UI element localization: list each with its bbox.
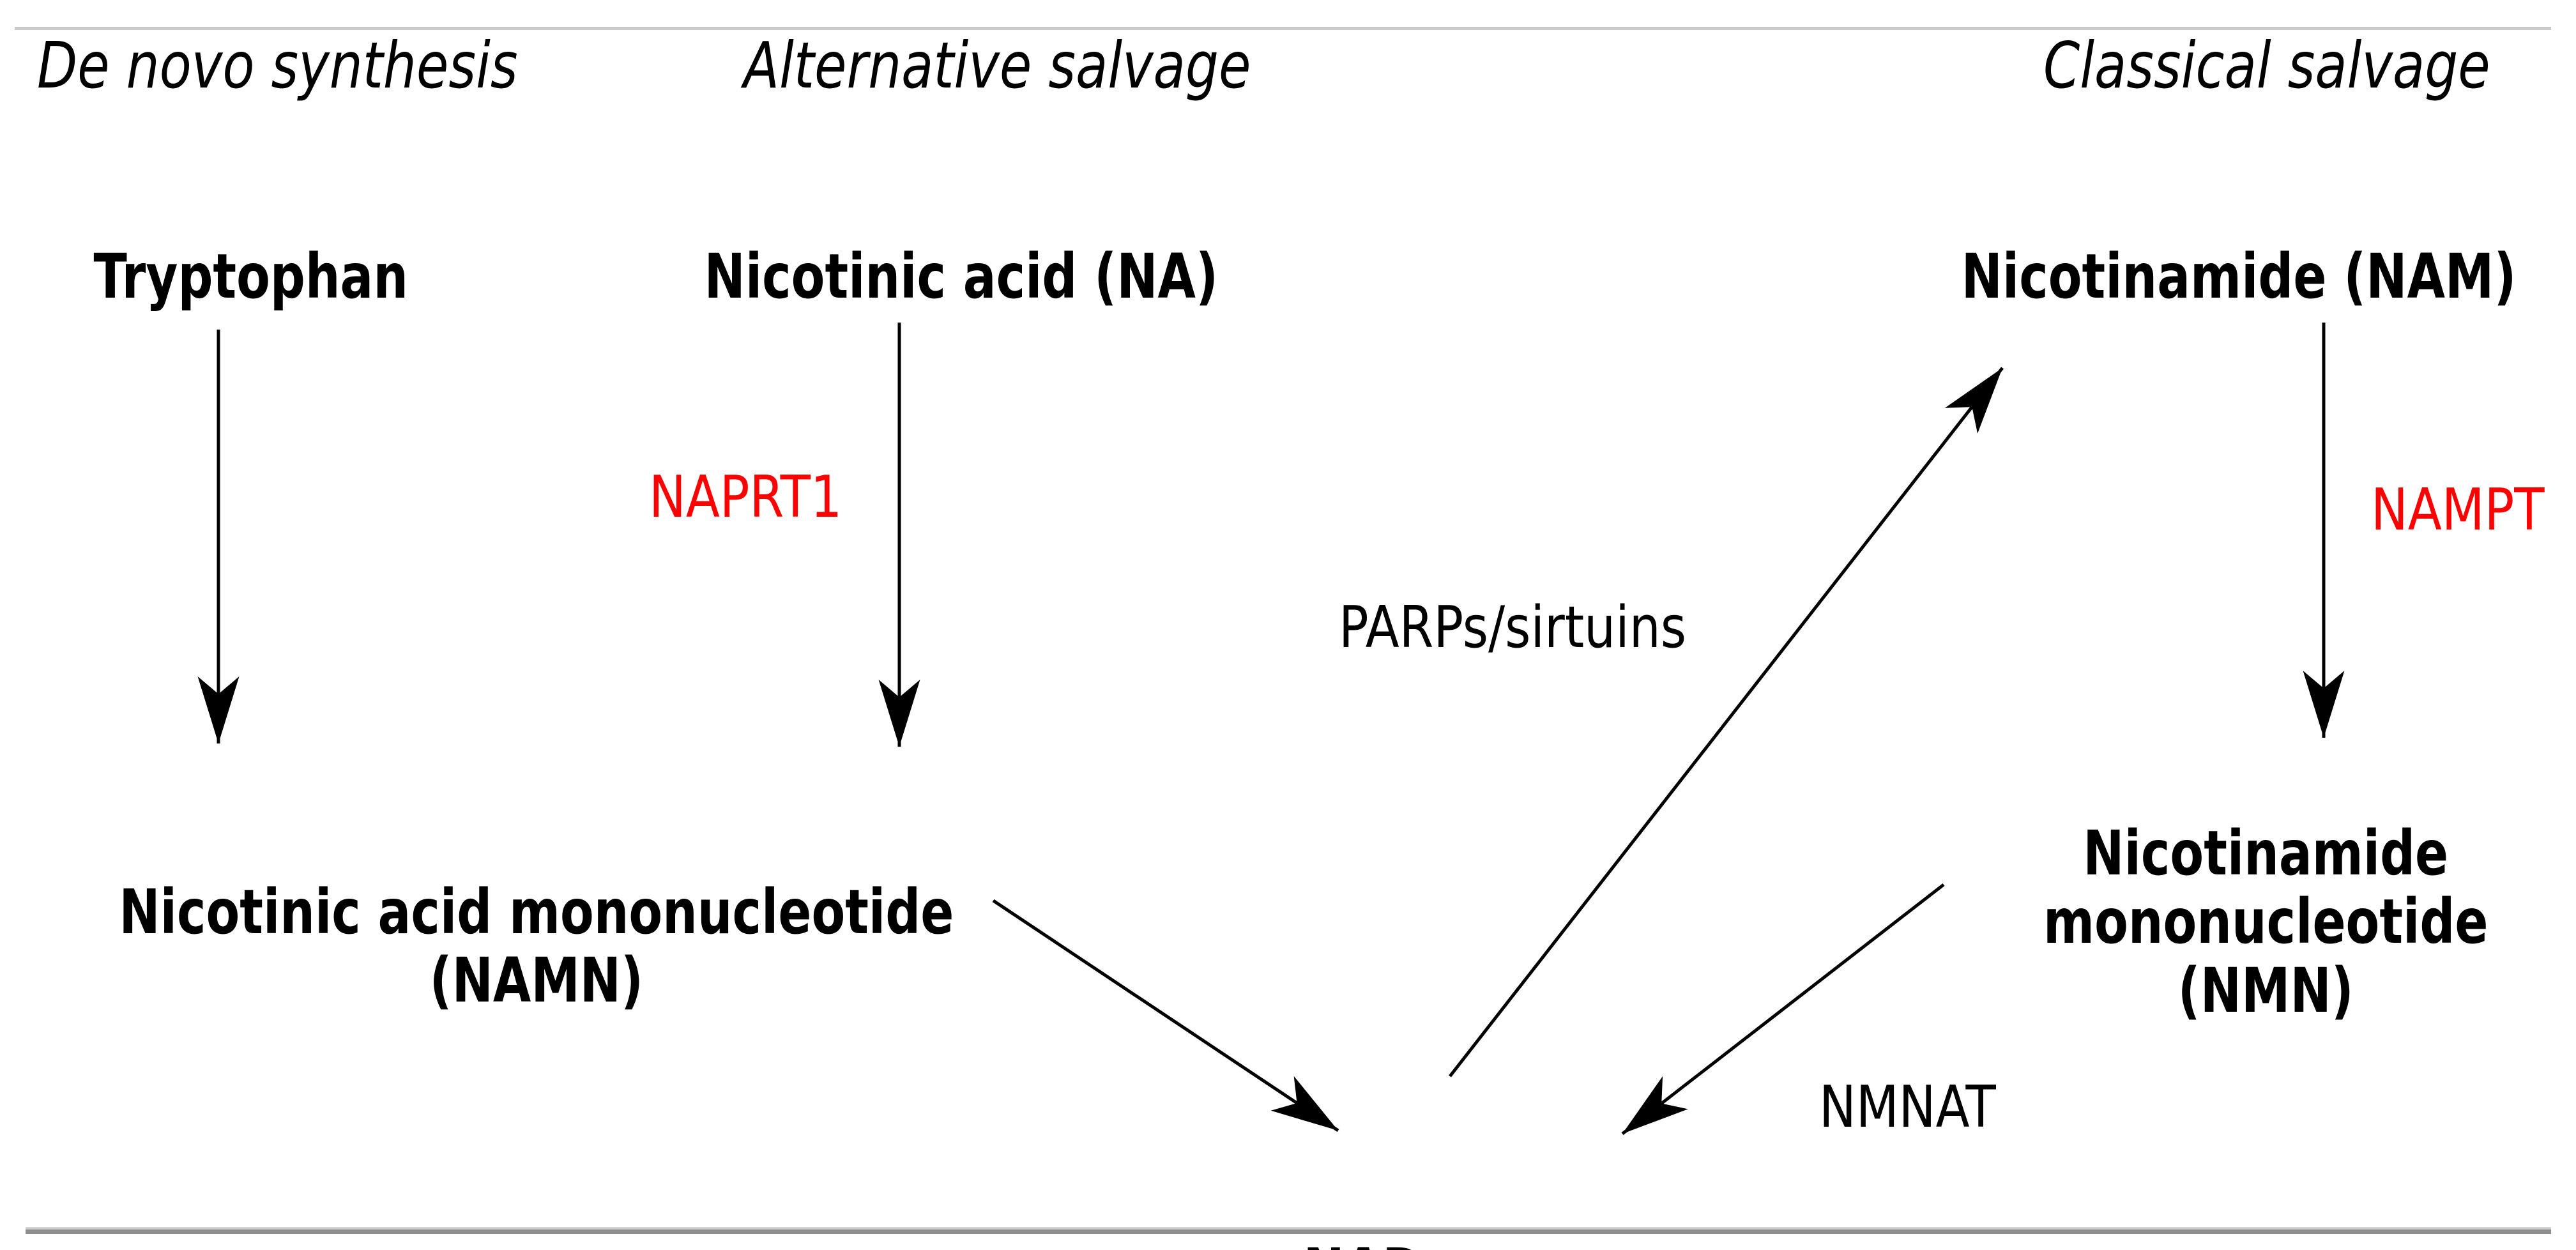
enzyme-nampt: NAMPT xyxy=(2371,476,2573,545)
header-alternative-salvage: Alternative salvage xyxy=(743,27,1362,104)
node-nicotinamide: Nicotinamide (NAM) xyxy=(1792,174,2576,311)
header-de-novo-synthesis-label: De novo synthesis xyxy=(37,28,518,103)
enzyme-naprt1-label: NAPRT1 xyxy=(649,464,842,531)
arrow-nad-to-nam-parps-sirtuins xyxy=(1449,367,2004,1078)
header-de-novo-synthesis: De novo synthesis xyxy=(37,27,623,104)
top-divider-line xyxy=(15,27,2551,30)
node-nmn: Nicotinamide mononucleotide (NMN) xyxy=(1882,751,2576,1025)
header-classical-salvage-label: Classical salvage xyxy=(2043,28,2490,103)
node-nicotinamide-label: Nicotinamide (NAM) xyxy=(1961,240,2517,312)
node-tryptophan-label: Tryptophan xyxy=(93,240,409,312)
arrow-nmn-to-nad xyxy=(1621,883,1945,1135)
node-nicotinic-acid-label: Nicotinic acid (NA) xyxy=(704,240,1219,312)
node-namn: Nicotinic acid mononucleotide (NAMN) xyxy=(0,809,1111,1016)
header-classical-salvage: Classical salvage xyxy=(2043,27,2576,104)
enzyme-nampt-label: NAMPT xyxy=(2371,476,2545,544)
node-nad: NAD+ xyxy=(1192,1168,1575,1250)
enzyme-nmnat: NMNAT xyxy=(1819,1073,2025,1142)
node-nicotinic-acid: Nicotinic acid (NA) xyxy=(514,174,1408,311)
node-nmn-label: Nicotinamide mononucleotide (NMN) xyxy=(2043,817,2488,1026)
node-nad-label: NAD+ xyxy=(1303,1237,1464,1250)
bottom-divider-line xyxy=(26,1227,2551,1234)
enzyme-naprt1: NAPRT1 xyxy=(649,463,873,532)
node-tryptophan: Tryptophan xyxy=(0,174,698,311)
label-parps-sirtuins: PARPs/sirtuins xyxy=(1339,593,1743,662)
label-parps-sirtuins-text: PARPs/sirtuins xyxy=(1339,594,1687,661)
header-alternative-salvage-label: Alternative salvage xyxy=(743,28,1251,103)
enzyme-nmnat-label: NMNAT xyxy=(1819,1074,1996,1141)
arrow-namn-to-nad xyxy=(992,899,1339,1132)
node-namn-label: Nicotinic acid mononucleotide (NAMN) xyxy=(119,876,954,1017)
